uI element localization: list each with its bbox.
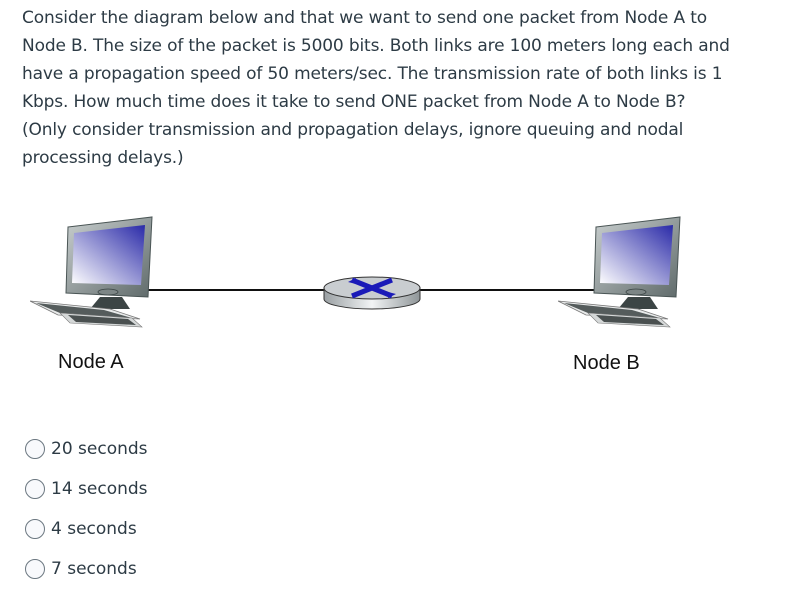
question-line: (Only consider transmission and propagat…	[22, 120, 684, 140]
question-line: processing delays.)	[22, 148, 184, 168]
link-a-router	[138, 289, 328, 291]
radio-button[interactable]	[25, 559, 45, 579]
router-icon	[323, 276, 421, 310]
question-line: Kbps. How much time does it take to send…	[22, 92, 686, 112]
option-label: 4 seconds	[51, 519, 137, 539]
answer-option[interactable]: 7 seconds	[25, 549, 148, 589]
radio-button[interactable]	[25, 439, 45, 459]
answer-option[interactable]: 14 seconds	[25, 469, 148, 509]
link-router-b	[418, 289, 598, 291]
option-label: 20 seconds	[51, 439, 148, 459]
desktop-computer-icon	[30, 216, 153, 328]
radio-button[interactable]	[25, 479, 45, 499]
question-text: Consider the diagram below and that we w…	[22, 4, 782, 172]
answer-option[interactable]: 20 seconds	[25, 429, 148, 469]
node-a-label: Node A	[58, 351, 124, 373]
radio-button[interactable]	[25, 519, 45, 539]
network-diagram: Node A Node B	[0, 200, 799, 390]
option-label: 7 seconds	[51, 559, 137, 579]
answer-options: 20 seconds 14 seconds 4 seconds 7 second…	[25, 429, 148, 589]
question-line: have a propagation speed of 50 meters/se…	[22, 64, 723, 84]
question-line: Node B. The size of the packet is 5000 b…	[22, 36, 730, 56]
answer-option[interactable]: 4 seconds	[25, 509, 148, 549]
node-b-label: Node B	[573, 352, 640, 374]
question-line: Consider the diagram below and that we w…	[22, 8, 707, 28]
option-label: 14 seconds	[51, 479, 148, 499]
desktop-computer-icon	[558, 216, 681, 328]
